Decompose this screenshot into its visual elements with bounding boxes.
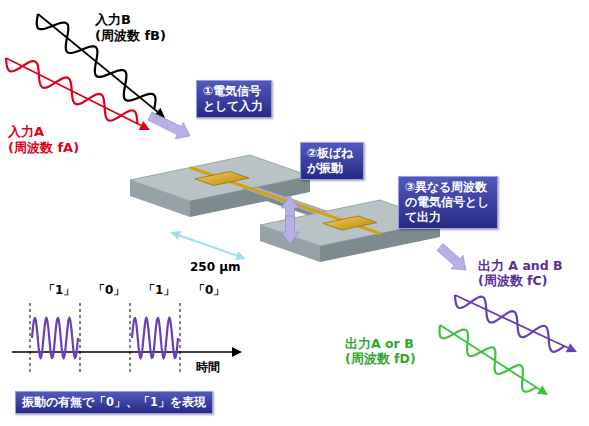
- signal-label: 入力B (周波数 fB): [95, 12, 177, 43]
- electrode: [195, 172, 249, 186]
- signal-label: 出力A or B (周波数 fD): [345, 336, 433, 366]
- output-arrow: [437, 244, 466, 270]
- vibration-arrow: [281, 216, 299, 244]
- dimension-arrowhead: [235, 251, 246, 260]
- signal-wave: [455, 295, 564, 352]
- vibration-burst: [32, 318, 78, 358]
- electrode: [323, 216, 377, 230]
- bit-boundaries: [30, 303, 180, 372]
- signal-arrowhead: [537, 385, 548, 395]
- callout-text: ③異なる周波数の電気信号として出力: [405, 180, 491, 225]
- signal-label: 入力A (周波数 fA): [8, 124, 90, 155]
- dimension-line: [178, 235, 238, 256]
- vibration-burst: [132, 318, 178, 358]
- signal-wave: [6, 58, 138, 124]
- callout-text: ①電気信号として入力: [203, 84, 265, 114]
- bit-label: 「0」: [193, 283, 225, 297]
- axis-label: 時間: [196, 360, 220, 374]
- callout-box: ②板ばねが振動: [300, 142, 364, 180]
- callout-box: ①電気信号として入力: [196, 80, 272, 118]
- signal-axis: [440, 325, 540, 390]
- signal-axis: [455, 295, 568, 348]
- dimension-label: 250 μm: [190, 260, 241, 274]
- left-pad-side: [130, 180, 190, 217]
- signal-arrowhead: [566, 343, 577, 352]
- signal-axis: [6, 58, 141, 126]
- time-axis: [12, 351, 234, 353]
- dimension-arrowhead: [170, 231, 181, 240]
- signal-wave: [440, 325, 537, 392]
- leaf-spring-side: [243, 189, 313, 217]
- signal-arrowhead: [139, 121, 150, 130]
- bit-label: 「1」: [143, 283, 175, 297]
- callout-text: 振動の有無で「0」、「1」を表現: [22, 395, 206, 410]
- input-arrow: [148, 112, 190, 139]
- callout-text: ②板ばねが振動: [307, 146, 357, 176]
- callout-box: ③異なる周波数の電気信号として出力: [398, 176, 498, 229]
- axis-arrowhead: [232, 347, 242, 357]
- caption-box: 振動の有無で「0」、「1」を表現: [15, 391, 213, 414]
- bit-label: 「0」: [93, 283, 125, 297]
- signal-label: 出力 A and B (周波数 fC): [478, 258, 578, 288]
- bit-label: 「1」: [43, 283, 75, 297]
